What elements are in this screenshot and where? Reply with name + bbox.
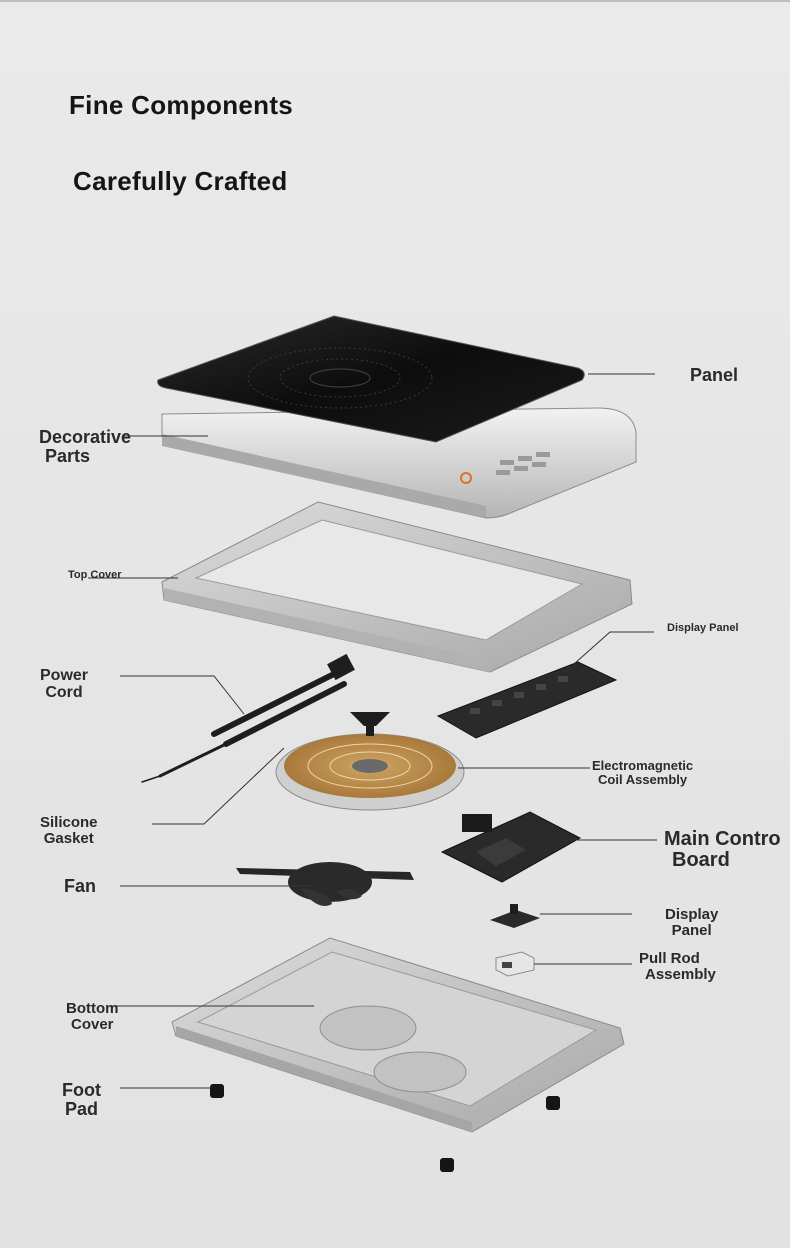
display-panel-board-shape: [436, 661, 618, 739]
top-border: [0, 0, 790, 2]
label-main-control-board-line-1: Main Contro: [664, 828, 781, 850]
headline-line-2: Carefully Crafted: [73, 166, 288, 196]
power-cord-shape: [141, 653, 355, 783]
label-display-panel-lower-line-1: Display: [665, 906, 719, 923]
label-foot-pad: Foot Pad: [62, 1081, 101, 1119]
coil-assembly-shape: [275, 712, 465, 811]
label-decorative-parts: Decorative Parts: [39, 428, 131, 466]
label-power-cord-line-2: Cord: [45, 683, 83, 701]
glass-panel-shape: [157, 315, 585, 443]
label-power-cord: Power Cord: [40, 667, 89, 702]
label-foot-pad-line-2: Pad: [64, 1098, 98, 1119]
label-fan: Fan: [64, 876, 97, 896]
fan-shape: [236, 862, 414, 906]
headline-line-1: Fine Components: [69, 90, 294, 120]
label-display-panel-lower: Display Panel: [665, 907, 718, 939]
foot-pads-shape: [210, 1084, 560, 1172]
label-decorative-parts-line-1: Decorative: [39, 427, 132, 447]
label-pull-rod: Pull Rod Assembly: [639, 951, 716, 983]
leader-power-cord: [120, 675, 245, 715]
label-panel: Panel: [690, 365, 739, 385]
label-silicone-gasket-line-2: Gasket: [43, 829, 94, 847]
label-coil-line-1: Electromagnetic: [592, 758, 694, 773]
label-power-cord-line-1: Power: [40, 667, 89, 684]
label-bottom-cover-line-2: Cover: [70, 1015, 114, 1033]
label-silicone-gasket-line-1: Silicone: [40, 814, 98, 831]
decorative-parts-shape: [161, 407, 637, 519]
label-main-control-board-line-2: Board: [672, 849, 730, 871]
leader-silicone-gasket: [152, 747, 285, 825]
top-cover-shape: [161, 501, 633, 673]
bottom-cover-shape: [171, 937, 625, 1133]
label-bottom-cover: Bottom Cover: [66, 1001, 119, 1033]
display-panel-lower-shape: [490, 904, 540, 928]
pull-rod-shape: [495, 951, 535, 977]
label-coil-line-2: Coil Assembly: [598, 771, 688, 787]
label-top-cover: Top Cover: [68, 569, 122, 581]
label-bottom-cover-line-1: Bottom: [66, 1000, 119, 1017]
label-pull-rod-line-2: Assembly: [645, 965, 716, 983]
power-button-icon: [460, 472, 472, 484]
label-silicone-gasket: Silicone Gasket: [40, 815, 98, 847]
leader-display-panel-top: [573, 631, 654, 665]
label-pull-rod-line-1: Pull Rod: [639, 950, 700, 967]
label-electromagnetic-coil: Electromagnetic Coil Assembly: [592, 759, 693, 786]
main-control-board-shape: [440, 811, 582, 883]
label-display-panel-lower-line-2: Panel: [671, 921, 712, 939]
label-decorative-parts-line-2: Parts: [45, 445, 91, 466]
label-display-panel-top: Display Panel: [667, 622, 739, 634]
label-main-control-board: Main Contro Board: [664, 829, 781, 871]
leader-lines: [88, 373, 657, 1089]
label-foot-pad-line-1: Foot: [62, 1080, 101, 1100]
